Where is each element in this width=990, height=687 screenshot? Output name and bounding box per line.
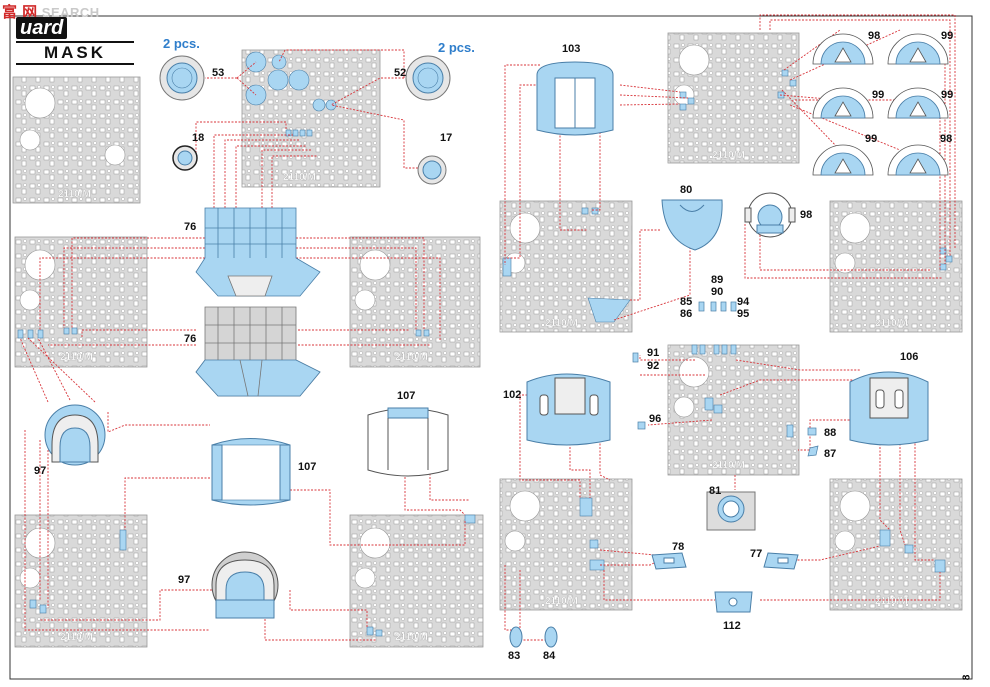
label-52: 52 <box>394 67 407 79</box>
fret-stamp: 2110/M <box>395 632 428 643</box>
qty-label-right: 2 pcs. <box>438 40 475 55</box>
part-81 <box>706 491 756 531</box>
label-87: 87 <box>824 448 837 460</box>
fret-stamp: 2110/M <box>712 150 745 161</box>
part-98-round <box>744 192 796 238</box>
turret-106 <box>849 371 929 446</box>
label-112: 112 <box>723 620 741 632</box>
nose-80 <box>661 199 723 251</box>
label-83: 83 <box>508 650 521 662</box>
fret-stamp: 2110/M <box>60 352 93 363</box>
mask-frets <box>12 32 963 648</box>
wheel-mask-17 <box>417 155 447 185</box>
label-53: 53 <box>212 67 225 79</box>
label-95: 95 <box>737 308 750 320</box>
fret-stamp: 2110/M <box>58 189 91 200</box>
label-98b: 98 <box>940 133 953 145</box>
page-number: 8 <box>961 674 973 681</box>
small-chips <box>632 301 819 457</box>
label-85: 85 <box>680 296 693 308</box>
label-94: 94 <box>737 296 750 308</box>
label-89: 89 <box>711 274 724 286</box>
wheel-mask-18 <box>172 145 198 171</box>
label-99a: 99 <box>941 30 954 42</box>
wheel-mask-52 <box>405 55 451 101</box>
canopy-76-top <box>195 207 321 297</box>
label-98a: 98 <box>868 30 881 42</box>
label-17: 17 <box>440 132 453 144</box>
fret-stamp: 2110/M <box>545 596 578 607</box>
fret-stamp: 2110/M <box>545 318 578 329</box>
label-92: 92 <box>647 360 660 372</box>
label-97a: 97 <box>34 465 47 477</box>
label-99b: 99 <box>872 89 885 101</box>
fret-stamp: 2110/M <box>60 632 93 643</box>
part-83 <box>509 626 523 648</box>
part-112 <box>714 591 753 613</box>
canopy-76-bottom <box>195 306 321 397</box>
label-88: 88 <box>824 427 837 439</box>
semicircle-mounts <box>812 33 949 176</box>
label-107a: 107 <box>298 461 317 473</box>
label-102: 102 <box>503 389 522 401</box>
brand-bottom: MASK <box>16 41 134 65</box>
label-99d: 99 <box>865 133 878 145</box>
fret-stamp: 2110/M <box>875 318 908 329</box>
part-84 <box>544 626 558 648</box>
fret-mask-pieces <box>17 51 953 637</box>
label-76a: 76 <box>184 221 197 233</box>
turret-97-bottom <box>211 551 279 619</box>
dome-103 <box>536 61 614 136</box>
fret-stamp: 2110/M <box>712 460 745 471</box>
label-107b: 107 <box>397 390 416 402</box>
part-77 <box>763 552 799 570</box>
eduard-mask-logo: uard MASK <box>16 17 134 65</box>
label-86: 86 <box>680 308 693 320</box>
label-76b: 76 <box>184 333 197 345</box>
label-90: 90 <box>711 286 724 298</box>
wheel-mask-53 <box>159 55 205 101</box>
glazing-107-white <box>367 407 449 477</box>
part-78 <box>651 552 687 570</box>
glazing-107-blue <box>211 438 291 506</box>
label-98c: 98 <box>800 209 813 221</box>
label-81: 81 <box>709 485 722 497</box>
brand-top: uard <box>16 17 68 39</box>
fret-stamp: 2110/M <box>283 172 316 183</box>
label-78: 78 <box>672 541 685 553</box>
turret-102 <box>526 373 611 446</box>
label-80: 80 <box>680 184 693 196</box>
label-97b: 97 <box>178 574 191 586</box>
label-77: 77 <box>750 548 763 560</box>
fret-stamp: 2110/M <box>395 352 428 363</box>
label-99c: 99 <box>941 89 954 101</box>
qty-label-left: 2 pcs. <box>163 36 200 51</box>
label-91: 91 <box>647 347 660 359</box>
label-103: 103 <box>562 43 581 55</box>
label-96: 96 <box>649 413 662 425</box>
label-106: 106 <box>900 351 919 363</box>
fret-stamp: 2110/M <box>875 596 908 607</box>
label-84: 84 <box>543 650 556 662</box>
watermark: 富 网 SEARCH <box>2 4 100 21</box>
turret-97-left <box>44 404 106 466</box>
label-18: 18 <box>192 132 205 144</box>
